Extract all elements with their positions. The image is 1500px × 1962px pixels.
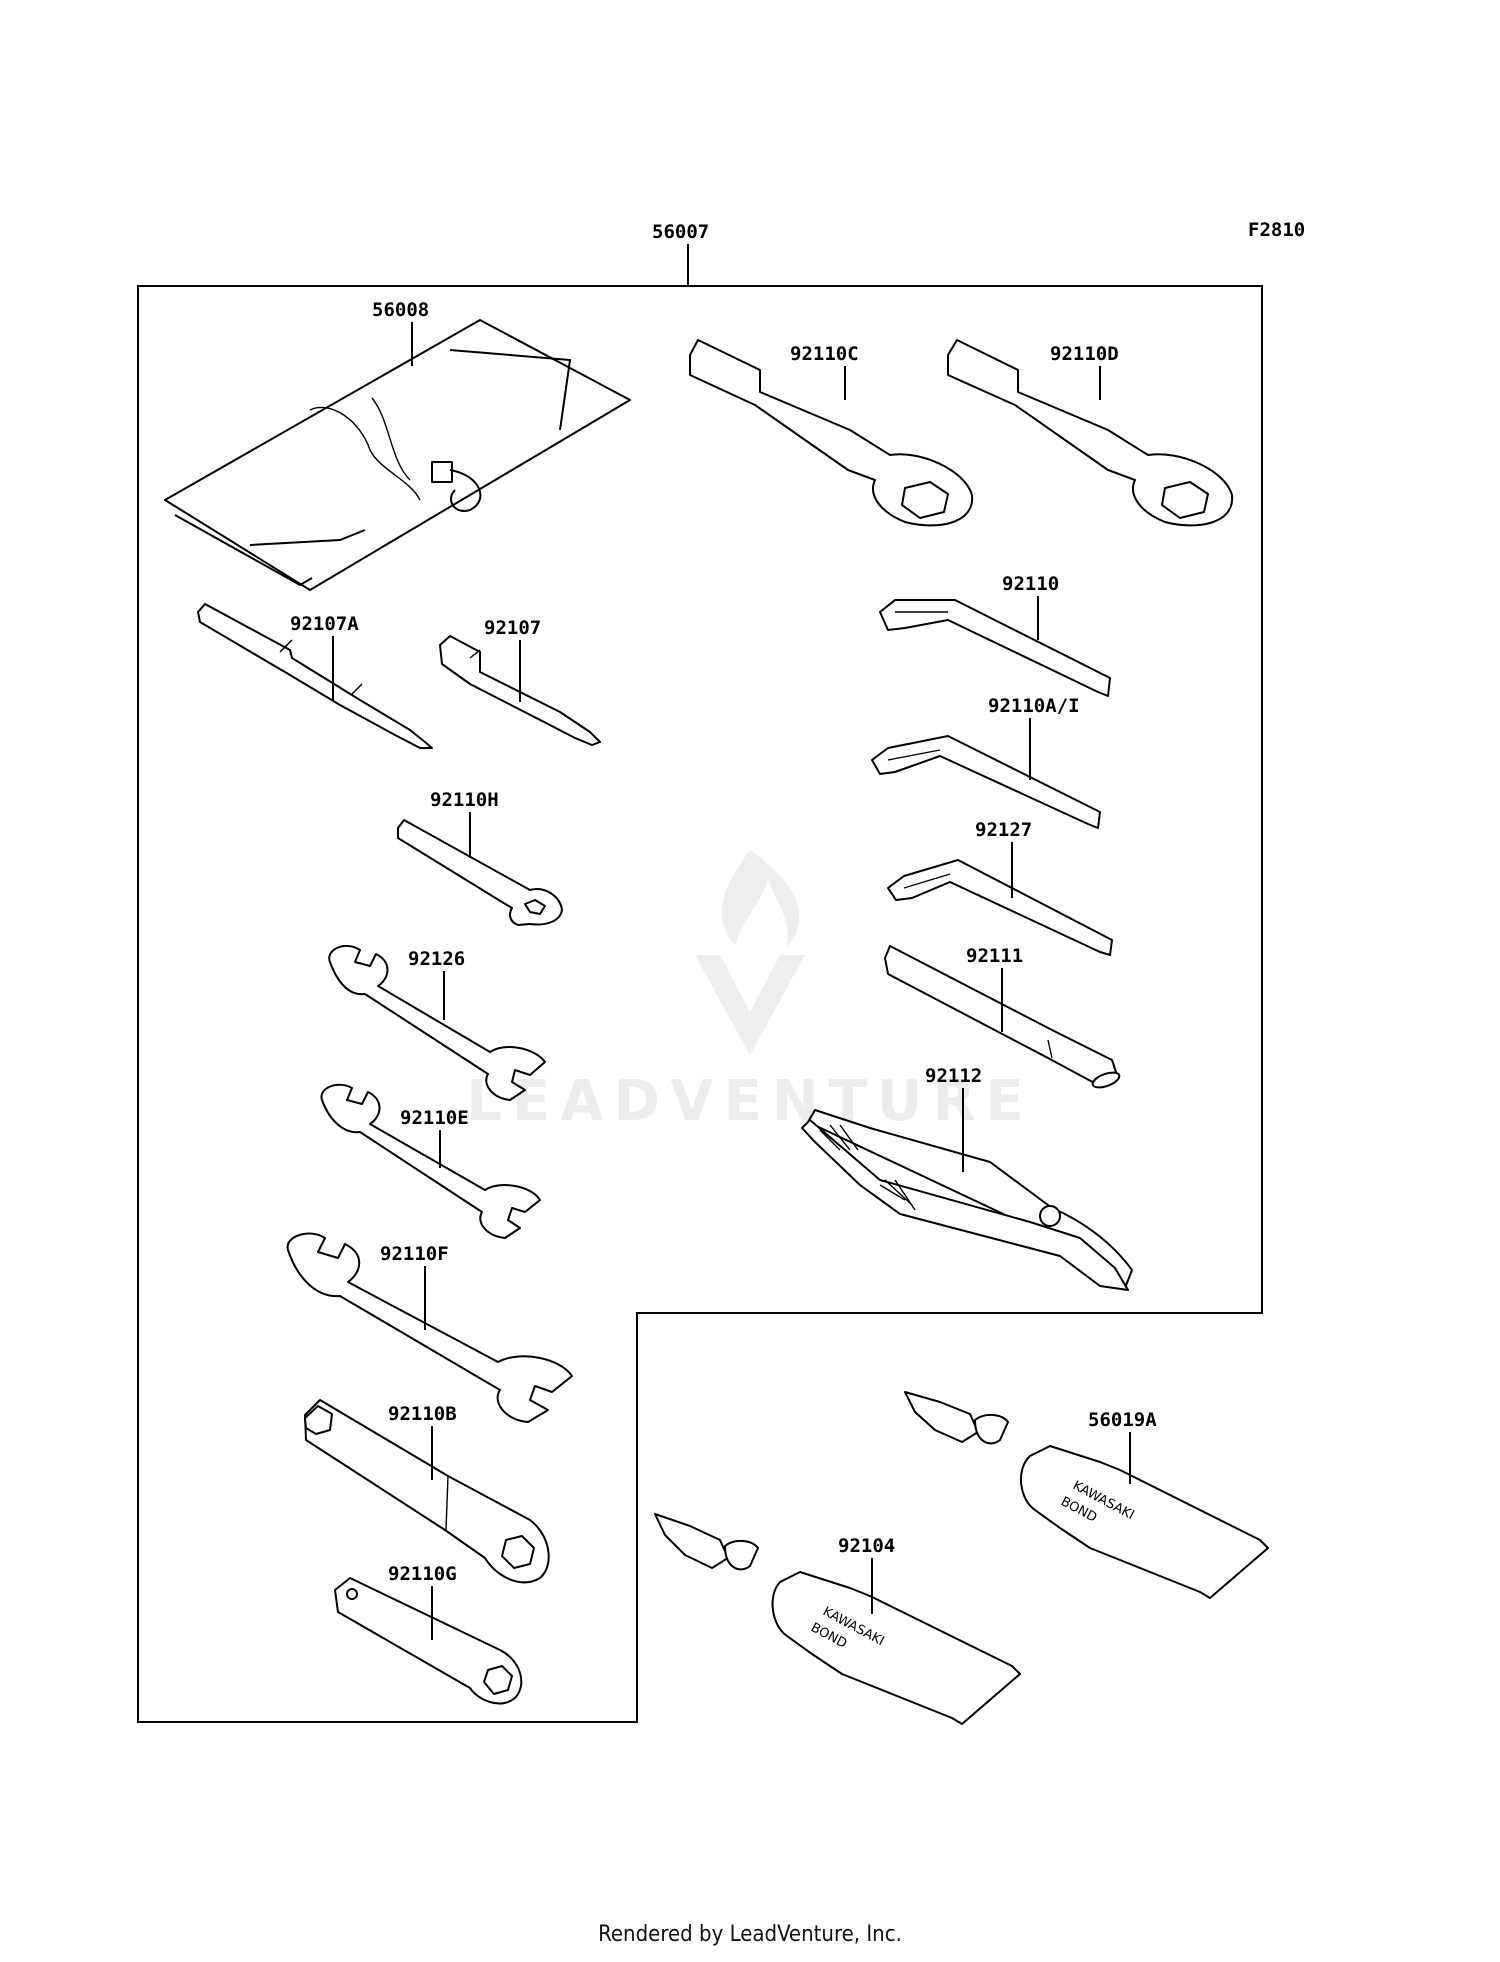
label-92112[interactable]: 92112 <box>925 1065 982 1087</box>
footer-rendered-by: Rendered by LeadVenture, Inc. <box>598 1922 902 1947</box>
ring-wrench-92110d[interactable] <box>947 339 1234 527</box>
label-92110ai[interactable]: 92110A/I <box>988 695 1080 717</box>
wrench-92110e[interactable] <box>320 1083 541 1239</box>
label-92110h[interactable]: 92110H <box>430 789 499 811</box>
screwdriver-92107a[interactable] <box>197 603 433 749</box>
tool-bag[interactable] <box>164 319 631 591</box>
label-92110c[interactable]: 92110C <box>790 343 859 365</box>
watermark-flame-icon <box>721 850 800 948</box>
label-92126[interactable]: 92126 <box>408 948 465 970</box>
label-92127[interactable]: 92127 <box>975 819 1032 841</box>
label-92110d[interactable]: 92110D <box>1050 343 1119 365</box>
wrench-92110h[interactable] <box>397 819 563 926</box>
bond-tube-92104[interactable]: KAWASAKI BOND <box>654 1513 1021 1725</box>
ring-wrench-92110c[interactable] <box>689 339 974 527</box>
label-92110f[interactable]: 92110F <box>380 1243 449 1265</box>
wrench-92126[interactable] <box>328 944 546 1101</box>
screwdriver-bit-92107[interactable] <box>439 635 601 746</box>
bond-tube-56019a[interactable]: KAWASAKI BOND <box>904 1391 1269 1599</box>
figure-code: F2810 <box>1248 219 1305 241</box>
hex-key-92110[interactable] <box>879 599 1111 697</box>
box-socket-92110b[interactable] <box>304 1399 550 1584</box>
hex-key-92110ai[interactable] <box>871 735 1101 829</box>
label-92107a[interactable]: 92107A <box>290 613 359 635</box>
kit-outline <box>137 285 1263 1723</box>
spark-plug-socket-92110g[interactable] <box>334 1577 523 1705</box>
watermark: LEADVENTURE <box>466 850 1033 1134</box>
label-92110[interactable]: 92110 <box>1002 573 1059 595</box>
label-92110g[interactable]: 92110G <box>388 1563 457 1585</box>
hex-key-92127[interactable] <box>887 859 1113 956</box>
label-56019a[interactable]: 56019A <box>1088 1409 1157 1431</box>
label-92111[interactable]: 92111 <box>966 945 1023 967</box>
label-92110e[interactable]: 92110E <box>400 1107 469 1129</box>
watermark-text: LEADVENTURE <box>466 1069 1033 1134</box>
pliers-92112[interactable] <box>801 1109 1133 1291</box>
wrench-92110f[interactable] <box>286 1232 573 1423</box>
label-56007[interactable]: 56007 <box>652 221 709 243</box>
label-92110b[interactable]: 92110B <box>388 1403 457 1425</box>
watermark-v-icon <box>695 955 805 1055</box>
label-92104[interactable]: 92104 <box>838 1535 895 1557</box>
label-92107[interactable]: 92107 <box>484 617 541 639</box>
label-56008[interactable]: 56008 <box>372 299 429 321</box>
